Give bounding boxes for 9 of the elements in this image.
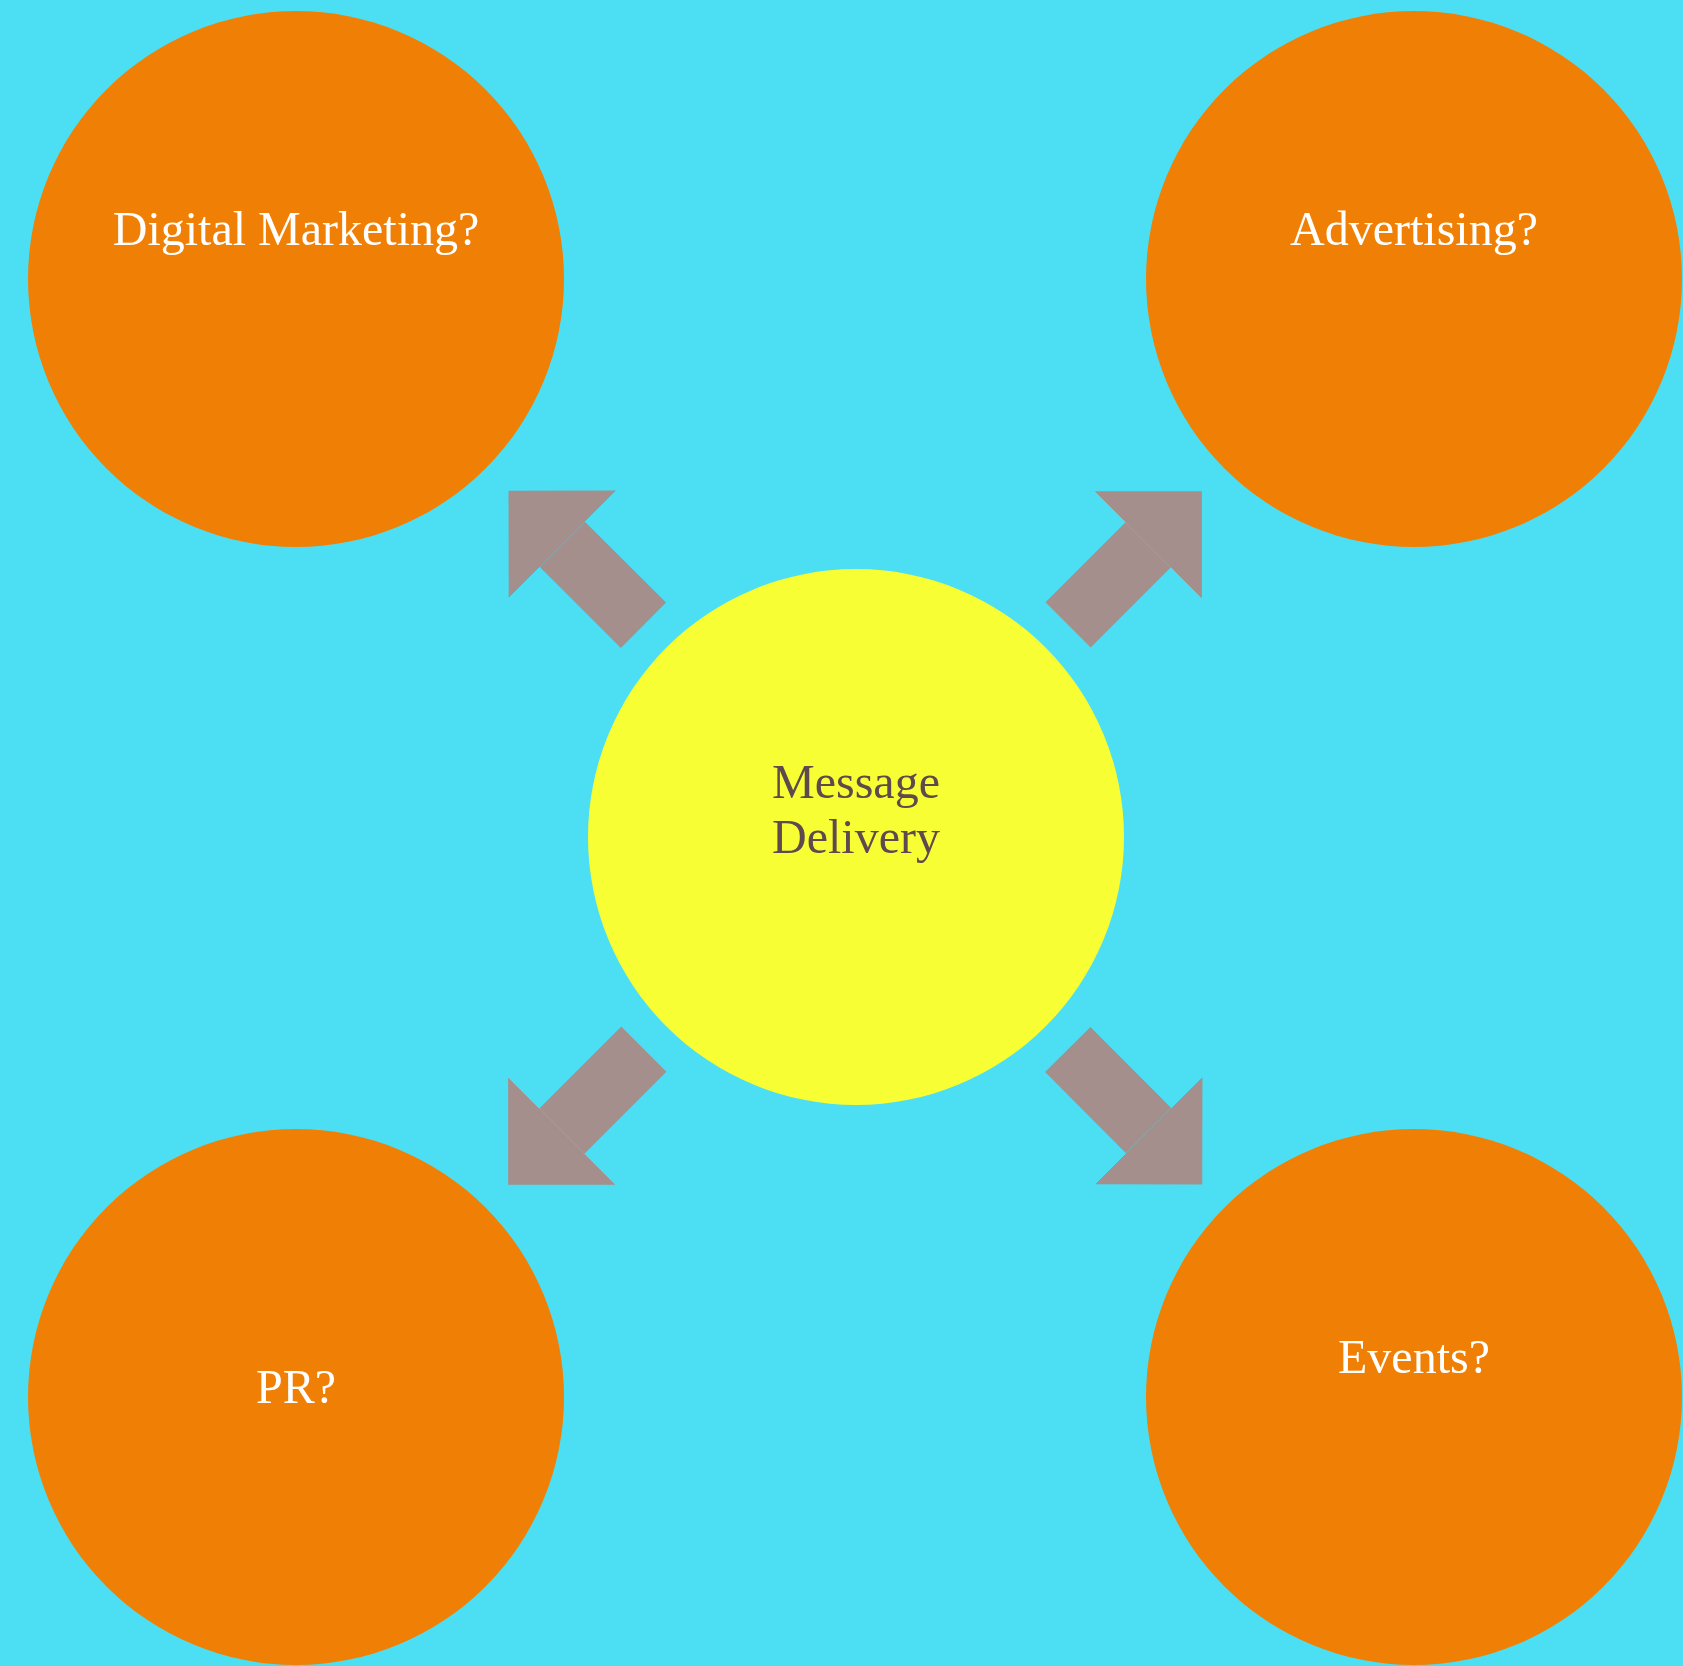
block-arrow bbox=[1045, 1026, 1203, 1185]
node-label: Events? bbox=[1337, 1329, 1491, 1385]
block-arrow bbox=[508, 490, 667, 648]
block-arrow bbox=[1045, 491, 1202, 648]
node-label: Message Delivery bbox=[771, 754, 941, 865]
node-label: PR? bbox=[255, 1359, 337, 1415]
node-label: Digital Marketing? bbox=[111, 201, 481, 257]
node-label: Advertising? bbox=[1289, 201, 1539, 257]
block-arrow bbox=[508, 1026, 667, 1185]
